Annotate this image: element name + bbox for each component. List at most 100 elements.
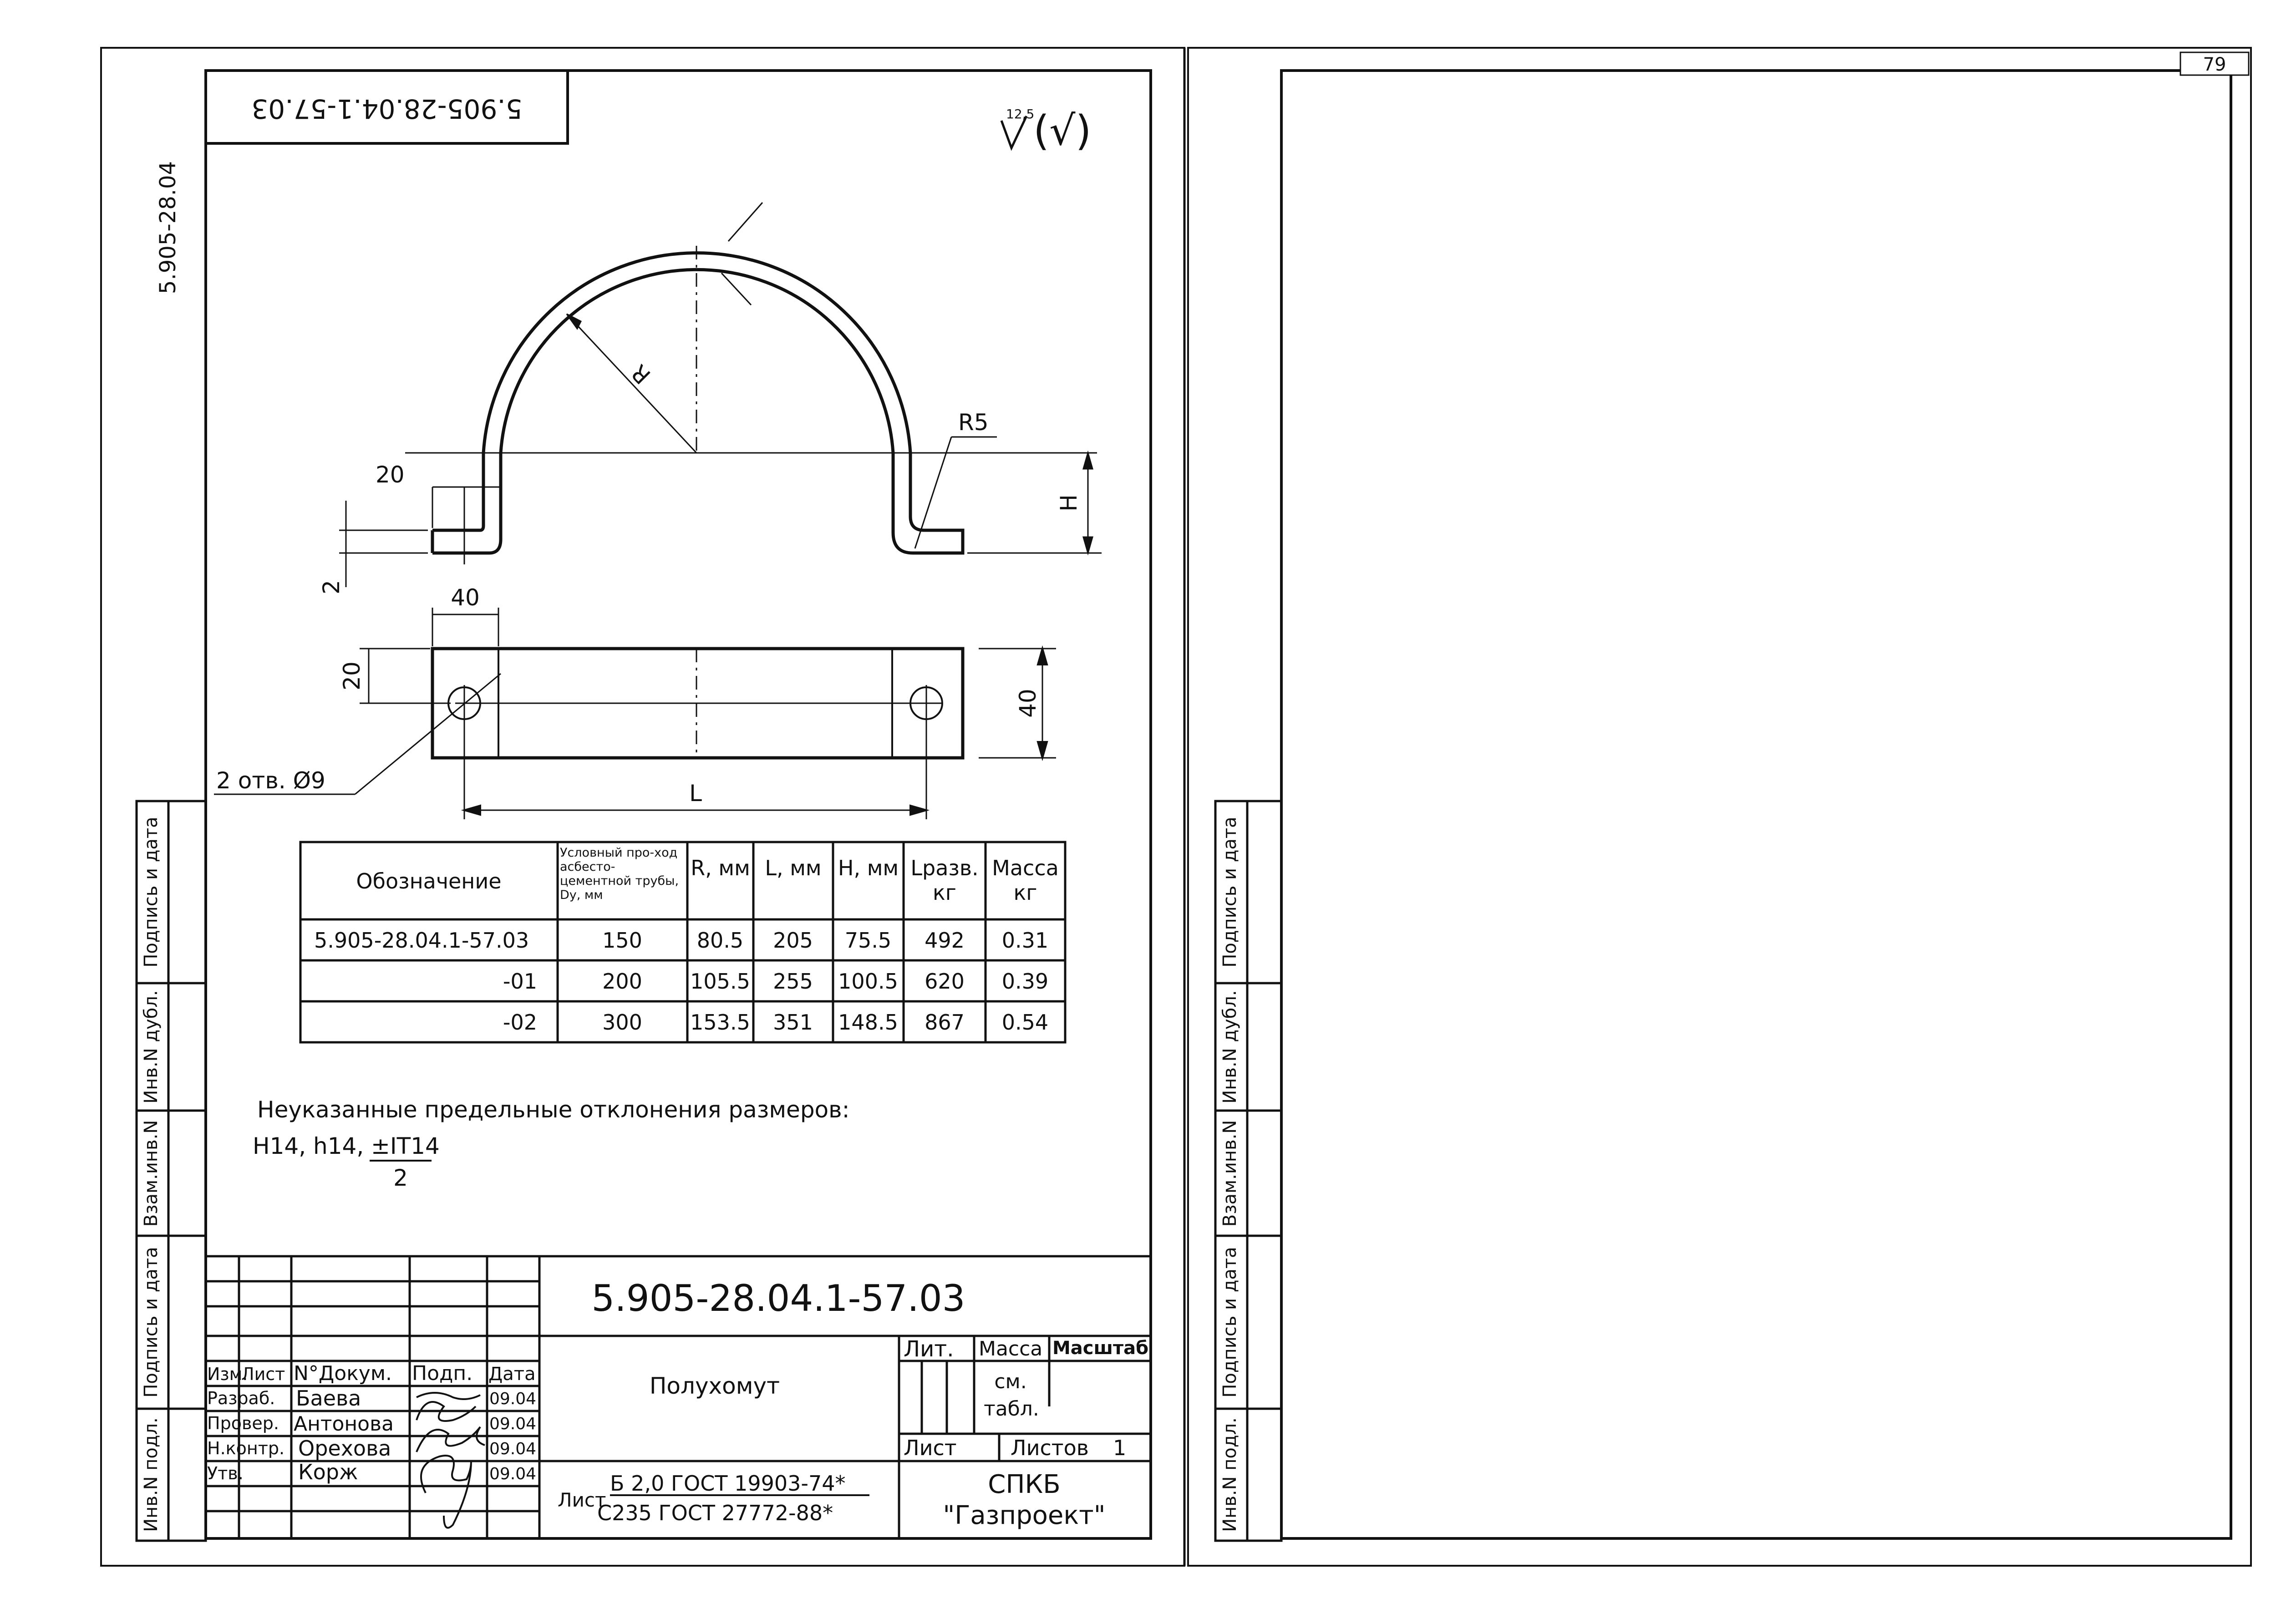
dim-L: L	[689, 780, 702, 807]
col-doc-num: N°Докум.	[294, 1362, 392, 1385]
cell-r: 80.5	[697, 928, 743, 953]
cell-r: 105.5	[690, 969, 750, 994]
col-sign: Подп.	[412, 1362, 472, 1385]
left-side-stamp	[135, 800, 207, 1542]
material-line-1: Б 2,0 ГОСТ 19903-74*	[610, 1471, 846, 1496]
sheet-number-box: 79	[2179, 51, 2250, 76]
plan-view-construction	[214, 608, 1056, 819]
date-checker: 09.04	[489, 1415, 536, 1433]
tolerance-fraction-numerator: ±IT14	[371, 1133, 440, 1159]
title-part-name: Полухомут	[650, 1373, 780, 1399]
cell-h: 75.5	[845, 928, 891, 953]
cell-dy: 200	[602, 969, 642, 994]
stamp-label-inv-dubl: Инв.N дубл.	[141, 990, 162, 1103]
date-developer: 09.04	[489, 1390, 536, 1408]
svg-text:(√): (√)	[1033, 107, 1092, 155]
top-stamp-code: 5.905-28.04.1-57.03	[251, 93, 522, 124]
date-approver: 09.04	[489, 1465, 536, 1483]
dim-R: R	[626, 359, 656, 389]
sheets-count: 1	[1113, 1436, 1126, 1460]
label-sheets: Листов	[1011, 1436, 1089, 1460]
table-row: -02	[503, 1010, 537, 1035]
stamp-label-inv-podl: Инв.N подл.	[141, 1417, 162, 1532]
cell-dy: 300	[602, 1010, 642, 1035]
th-length: Lразв. кг	[910, 856, 979, 905]
right-stamp-label-inv-dubl: Инв.N дубл.	[1219, 990, 1240, 1103]
th-H: H, мм	[838, 856, 899, 880]
role-approver: Утв.	[207, 1463, 244, 1483]
svg-text:12,5: 12,5	[1006, 107, 1034, 122]
material-sheet-label: Лист	[558, 1489, 606, 1511]
th-designation: Обозначение	[356, 869, 501, 893]
cell-mass: 0.31	[1002, 928, 1048, 953]
handwritten-signatures	[416, 1392, 485, 1529]
cell-length: 867	[925, 1010, 965, 1035]
right-side-stamp	[1214, 800, 1283, 1542]
stamp-label-sign-date-1: Подпись и дата	[141, 1247, 162, 1397]
tolerance-fraction-denominator: 2	[393, 1165, 408, 1191]
table-row: -01	[503, 969, 537, 994]
name-checker: Антонова	[294, 1412, 394, 1436]
org-name-line1: СПКБ	[988, 1470, 1060, 1499]
dim-20-top: 20	[376, 462, 405, 488]
name-approver: Корж	[298, 1460, 358, 1484]
th-R: R, мм	[691, 856, 750, 880]
th-nominal-bore: Условный про-ход асбесто-цементной трубы…	[560, 846, 679, 902]
label-mass: Масса	[979, 1337, 1042, 1360]
cell-l: 205	[773, 928, 813, 953]
right-sheet-inner-frame	[1280, 69, 2232, 1540]
dim-H: H	[1056, 494, 1082, 512]
tolerance-classes: H14, h14,	[253, 1133, 364, 1159]
stamp-label-sign-date-2: Подпись и дата	[141, 817, 162, 967]
date-norm-control: 09.04	[489, 1440, 536, 1458]
title-doc-code: 5.905-28.04.1-57.03	[591, 1277, 965, 1320]
title-block	[204, 1255, 1152, 1540]
cell-l: 255	[773, 969, 813, 994]
holes-note: 2 отв. Ø9	[216, 767, 325, 794]
role-developer: Разраб.	[207, 1388, 275, 1408]
label-sheet: Лист	[904, 1436, 957, 1460]
dim-40-top: 40	[451, 584, 480, 611]
left-margin-code: 5.905-28.04	[155, 161, 181, 294]
cell-h: 148.5	[838, 1010, 898, 1035]
clamp-side-view	[431, 251, 965, 555]
cell-l: 351	[773, 1010, 813, 1035]
name-norm-control: Орехова	[298, 1436, 391, 1461]
cell-length: 492	[925, 928, 965, 953]
dim-2: 2	[318, 580, 345, 594]
th-mass: Масса кг	[992, 856, 1059, 905]
cell-length: 620	[925, 969, 965, 994]
cell-r: 153.5	[690, 1010, 750, 1035]
material-line-2: С235 ГОСТ 27772-88*	[597, 1501, 833, 1525]
mass-value-line1: см.	[994, 1370, 1026, 1393]
spec-table	[299, 841, 1067, 1044]
right-stamp-label-inv-podl: Инв.N подл.	[1219, 1417, 1240, 1532]
side-view-construction	[339, 202, 1102, 587]
right-sheet-outer-frame	[1187, 47, 2252, 1567]
right-stamp-label-sign-date-2: Подпись и дата	[1219, 817, 1240, 967]
th-L: L, мм	[765, 856, 822, 880]
right-stamp-label-vzam-inv: Взам.инв.N	[1219, 1120, 1240, 1227]
name-developer: Баева	[296, 1386, 361, 1411]
label-lit: Лит.	[904, 1336, 954, 1362]
roughness-symbol: 12,5 (√)	[1000, 107, 1092, 155]
col-izm: Изм.	[207, 1364, 248, 1384]
table-row: 5.905-28.04.1-57.03	[314, 928, 529, 953]
dim-R5: R5	[958, 409, 989, 436]
role-norm-control: Н.контр.	[207, 1438, 284, 1458]
org-name-line2: "Газпроект"	[943, 1501, 1105, 1530]
col-list: Лист	[241, 1364, 285, 1384]
cell-dy: 150	[602, 928, 642, 953]
role-checker: Провер.	[207, 1413, 279, 1433]
cell-h: 100.5	[838, 969, 898, 994]
stamp-label-vzam-inv: Взам.инв.N	[141, 1120, 162, 1227]
cell-mass: 0.54	[1002, 1010, 1048, 1035]
tolerance-note: Неуказанные предельные отклонения размер…	[257, 1096, 849, 1123]
right-stamp-label-sign-date-1: Подпись и дата	[1219, 1247, 1240, 1397]
top-stamp: 5.905-28.04.1-57.03	[204, 69, 569, 145]
sheet-number: 79	[2203, 54, 2226, 75]
dim-20-left: 20	[339, 661, 365, 690]
col-date: Дата	[488, 1364, 536, 1385]
cell-mass: 0.39	[1002, 969, 1048, 994]
